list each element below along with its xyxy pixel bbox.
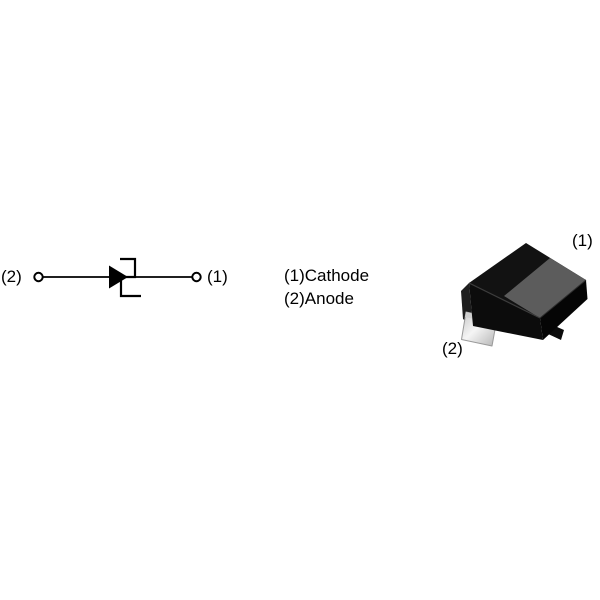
schematic-cathode-pin-label: (1) [207,267,228,286]
cathode-band [504,258,586,318]
smd-package-drawing [461,243,588,347]
zener-cathode-bar [119,257,141,298]
legend-anode-line: (2)Anode [284,289,354,308]
top-front-edge-highlight [468,282,541,319]
diode-triangle [109,265,128,289]
pin-legend: (1)Cathode (2)Anode [284,264,369,310]
package-right-face [540,280,588,340]
package-pin2-label: (2) [442,339,463,358]
anode-terminal-circle [33,271,44,283]
zener-diode-symbol [33,257,202,298]
legend-cathode-line: (1)Cathode [284,266,370,285]
package-pin1-label: (1) [572,231,593,250]
schematic-anode-pin-label: (2) [1,267,22,286]
top-right-edge-highlight [539,279,587,319]
cathode-terminal-circle [191,271,202,283]
package-front-face [469,283,543,340]
